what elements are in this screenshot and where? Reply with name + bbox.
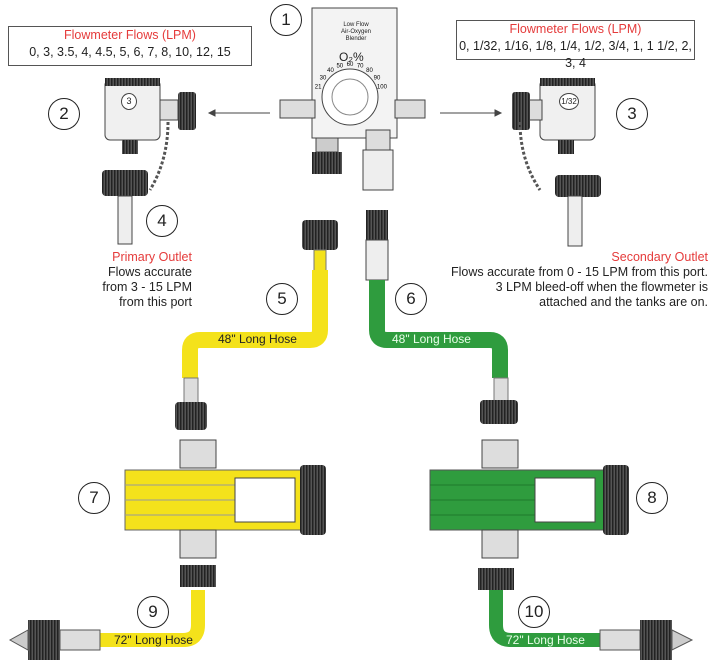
callout-7: 7 xyxy=(78,482,110,514)
blender-line1: Low Flow xyxy=(343,22,369,28)
yellow-hose-48 xyxy=(175,220,338,430)
dial-tick-label: 100 xyxy=(377,84,388,90)
callout-9: 9 xyxy=(137,596,169,628)
green-hose-48 xyxy=(365,210,518,424)
dial-tick-label: 60 xyxy=(347,62,354,68)
primary-line-3: from this port xyxy=(119,295,192,309)
callout-2: 2 xyxy=(48,98,80,130)
air-oxygen-blender xyxy=(279,7,426,191)
callout-10: 10 xyxy=(518,596,550,628)
dial-tick-label: 50 xyxy=(336,64,343,70)
secondary-outlet-title: Secondary Outlet xyxy=(611,250,708,264)
yellow-hose-72 xyxy=(8,590,205,660)
callout-4: 4 xyxy=(146,205,178,237)
primary-line-2: from 3 - 15 LPM xyxy=(102,280,192,294)
secondary-line-1: Flows accurate from 0 - 15 LPM from this… xyxy=(450,265,708,279)
callout-5: 5 xyxy=(266,283,298,315)
callout-6: 6 xyxy=(395,283,427,315)
dial-tick-label: 80 xyxy=(366,68,373,74)
hose-label-10: 72" Long Hose xyxy=(506,633,585,647)
right-flow-values: 0, 1/32, 1/16, 1/8, 1/4, 1/2, 3/4, 1, 1 … xyxy=(459,39,692,70)
left-flow-box: Flowmeter Flows (LPM) 0, 3, 3.5, 4, 4.5,… xyxy=(8,26,252,66)
secondary-flowmeter xyxy=(512,78,601,247)
secondary-line-2: 3 LPM bleed-off when the flowmeter is xyxy=(495,280,708,294)
primary-line-1: Flows accurate xyxy=(107,265,192,279)
dial-tick-label: 21 xyxy=(315,84,322,90)
secondary-flowmeter-label: 1/32 xyxy=(559,93,579,110)
callout-1: 1 xyxy=(270,4,302,36)
arrows xyxy=(207,109,503,117)
primary-flowmeter xyxy=(102,78,196,245)
callout-3: 3 xyxy=(616,98,648,130)
dial-tick-label: 90 xyxy=(374,75,381,81)
callout-8: 8 xyxy=(636,482,668,514)
left-flow-title: Flowmeter Flows (LPM) xyxy=(64,28,196,42)
dial-tick-label: 70 xyxy=(357,64,364,70)
yellow-regulator xyxy=(124,439,326,587)
dial-tick-label: 40 xyxy=(327,68,334,74)
hose-label-9: 72" Long Hose xyxy=(114,633,193,647)
primary-flowmeter-label: 3 xyxy=(121,93,137,110)
left-flow-values: 0, 3, 3.5, 4, 4.5, 5, 6, 7, 8, 10, 12, 1… xyxy=(29,45,231,59)
dial-tick-label: 30 xyxy=(320,75,327,81)
blender-line2: Air-Oxygen Blender xyxy=(340,29,371,42)
primary-outlet-title: Primary Outlet xyxy=(112,250,192,264)
green-hose-72 xyxy=(478,568,694,660)
right-flow-title: Flowmeter Flows (LPM) xyxy=(509,22,642,36)
secondary-outlet-text: Secondary Outlet Flows accurate from 0 -… xyxy=(428,250,708,310)
green-regulator xyxy=(429,439,629,559)
hose-label-6: 48" Long Hose xyxy=(392,332,471,346)
primary-outlet-text: Primary Outlet Flows accurate from 3 - 1… xyxy=(92,250,192,310)
hose-label-5: 48" Long Hose xyxy=(218,332,297,346)
blender-o2-label: O₂% xyxy=(339,50,364,64)
blender-label: Low Flow Air-Oxygen Blender xyxy=(331,22,381,43)
secondary-line-3: attached and the tanks are on. xyxy=(539,295,708,309)
right-flow-box: Flowmeter Flows (LPM) 0, 1/32, 1/16, 1/8… xyxy=(456,20,695,70)
